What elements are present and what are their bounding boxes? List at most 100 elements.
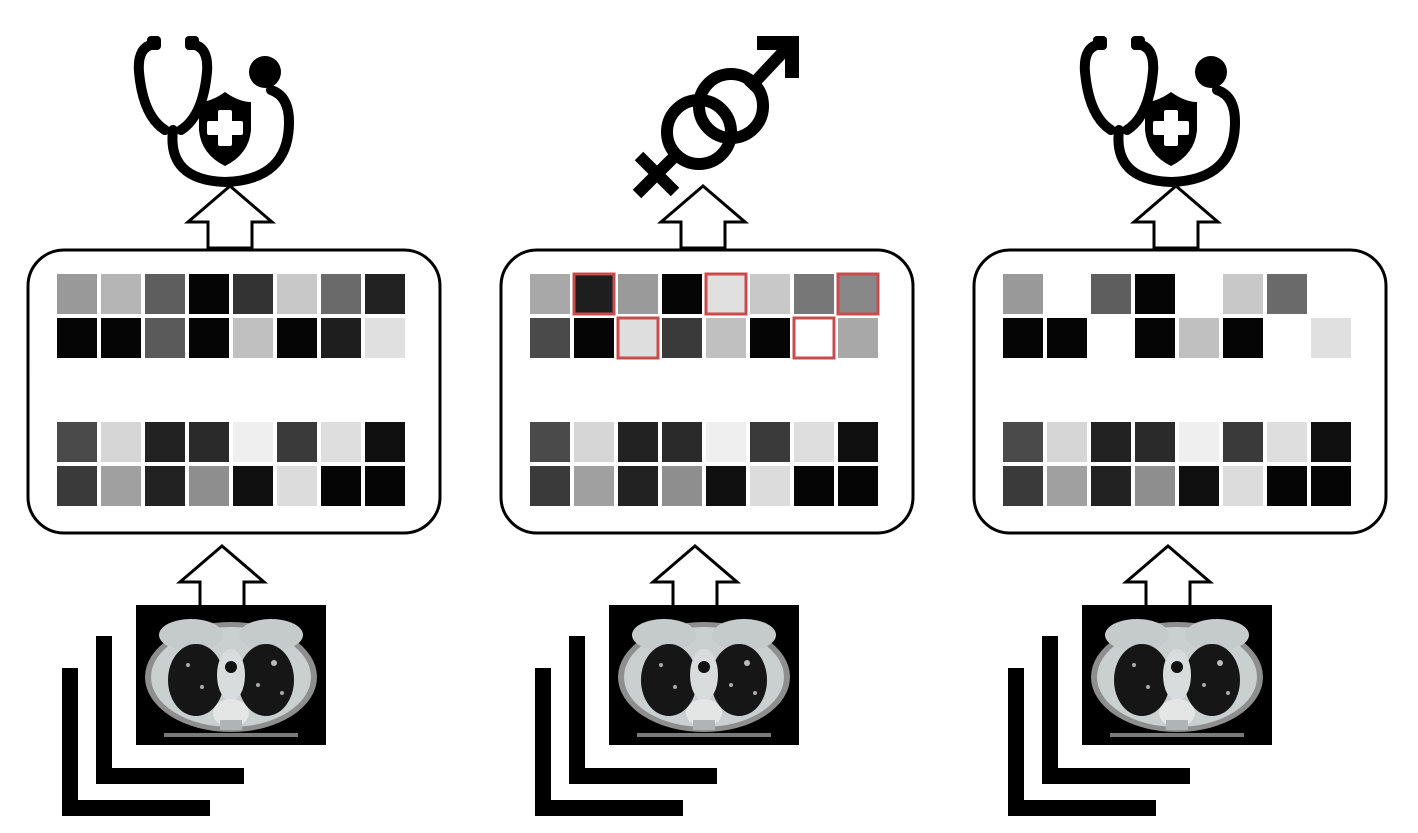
feature-cell-removed <box>1267 318 1307 358</box>
feature-cell <box>145 318 185 358</box>
feature-cell <box>662 466 702 506</box>
stack-bracket-front <box>569 636 717 784</box>
feature-cell <box>189 422 229 462</box>
stack-bracket-front <box>96 636 244 784</box>
feature-cell <box>1223 274 1263 314</box>
arrow-up-bottom <box>1124 544 1212 610</box>
feature-cell <box>662 274 702 314</box>
feature-matrix <box>530 272 880 506</box>
feature-cell <box>662 422 702 462</box>
stack-bracket-front <box>1042 636 1190 784</box>
feature-cell <box>1223 422 1263 462</box>
feature-cell <box>365 318 405 358</box>
feature-cell-removed <box>1179 274 1219 314</box>
feature-cell <box>1003 466 1043 506</box>
arrow-up-bottom <box>651 544 739 610</box>
feature-cell <box>838 318 878 358</box>
feature-cell-highlighted <box>572 272 616 316</box>
feature-cell <box>1003 422 1043 462</box>
feature-cell <box>574 422 614 462</box>
feature-cell <box>1091 466 1131 506</box>
image-stack <box>1008 605 1272 816</box>
panel-graphic <box>499 0 915 816</box>
feature-cell <box>233 422 273 462</box>
feature-cell <box>662 318 702 358</box>
feature-cell-highlighted <box>704 272 748 316</box>
feature-cell <box>365 422 405 462</box>
arrow-up-top <box>186 184 274 250</box>
feature-cell <box>189 466 229 506</box>
feature-cell <box>145 422 185 462</box>
feature-cell <box>706 422 746 462</box>
feature-cell <box>1135 466 1175 506</box>
feature-cell <box>145 466 185 506</box>
feature-cell <box>618 274 658 314</box>
feature-cell <box>838 466 878 506</box>
feature-cell <box>1003 274 1043 314</box>
image-stack <box>535 605 799 816</box>
feature-cell <box>101 274 141 314</box>
feature-cell <box>1179 466 1219 506</box>
feature-cell <box>838 422 878 462</box>
feature-cell <box>321 422 361 462</box>
feature-cell <box>145 274 185 314</box>
feature-cell <box>365 274 405 314</box>
feature-cell <box>1179 422 1219 462</box>
feature-cell <box>57 318 97 358</box>
feature-cell <box>1311 422 1351 462</box>
feature-cell <box>57 466 97 506</box>
feature-cell <box>321 274 361 314</box>
feature-cell <box>750 274 790 314</box>
feature-cell <box>321 318 361 358</box>
feature-cell <box>574 466 614 506</box>
feature-cell <box>618 466 658 506</box>
feature-cell <box>57 422 97 462</box>
feature-cell <box>530 466 570 506</box>
feature-cell <box>101 422 141 462</box>
feature-cell <box>1091 274 1131 314</box>
feature-cell <box>277 466 317 506</box>
feature-cell <box>1047 422 1087 462</box>
feature-cell <box>189 318 229 358</box>
ct-scan-image <box>609 605 799 745</box>
gender-symbols-icon <box>637 36 799 194</box>
feature-cell <box>1267 422 1307 462</box>
feature-cell <box>1135 274 1175 314</box>
stethoscope-shield-icon <box>1085 36 1235 182</box>
feature-cell <box>189 274 229 314</box>
feature-cell-removed <box>1311 274 1351 314</box>
feature-cell <box>574 318 614 358</box>
feature-cell <box>1135 422 1175 462</box>
feature-cell <box>365 466 405 506</box>
feature-cell <box>530 422 570 462</box>
feature-cell <box>1311 466 1351 506</box>
feature-matrix <box>1003 274 1351 506</box>
arrow-up-top <box>659 184 747 250</box>
feature-cell <box>233 466 273 506</box>
feature-cell <box>1267 274 1307 314</box>
feature-cell <box>1091 422 1131 462</box>
feature-cell <box>794 274 834 314</box>
feature-cell <box>277 318 317 358</box>
feature-cell <box>530 274 570 314</box>
feature-cell <box>1223 318 1263 358</box>
arrow-up-top <box>1132 184 1220 250</box>
stack-bracket-back <box>535 668 683 816</box>
feature-cell <box>1047 466 1087 506</box>
feature-cell-highlighted <box>616 316 660 360</box>
feature-cell-highlighted <box>792 316 836 360</box>
feature-cell <box>1135 318 1175 358</box>
feature-cell <box>1311 318 1351 358</box>
feature-cell <box>101 318 141 358</box>
ct-scan-image <box>136 605 326 745</box>
feature-cell <box>706 318 746 358</box>
feature-cell <box>233 318 273 358</box>
feature-cell <box>530 318 570 358</box>
feature-cell <box>794 466 834 506</box>
stack-bracket-back <box>1008 668 1156 816</box>
feature-cell <box>321 466 361 506</box>
arrow-up-bottom <box>178 544 266 610</box>
feature-cell <box>1047 318 1087 358</box>
feature-cell <box>750 422 790 462</box>
